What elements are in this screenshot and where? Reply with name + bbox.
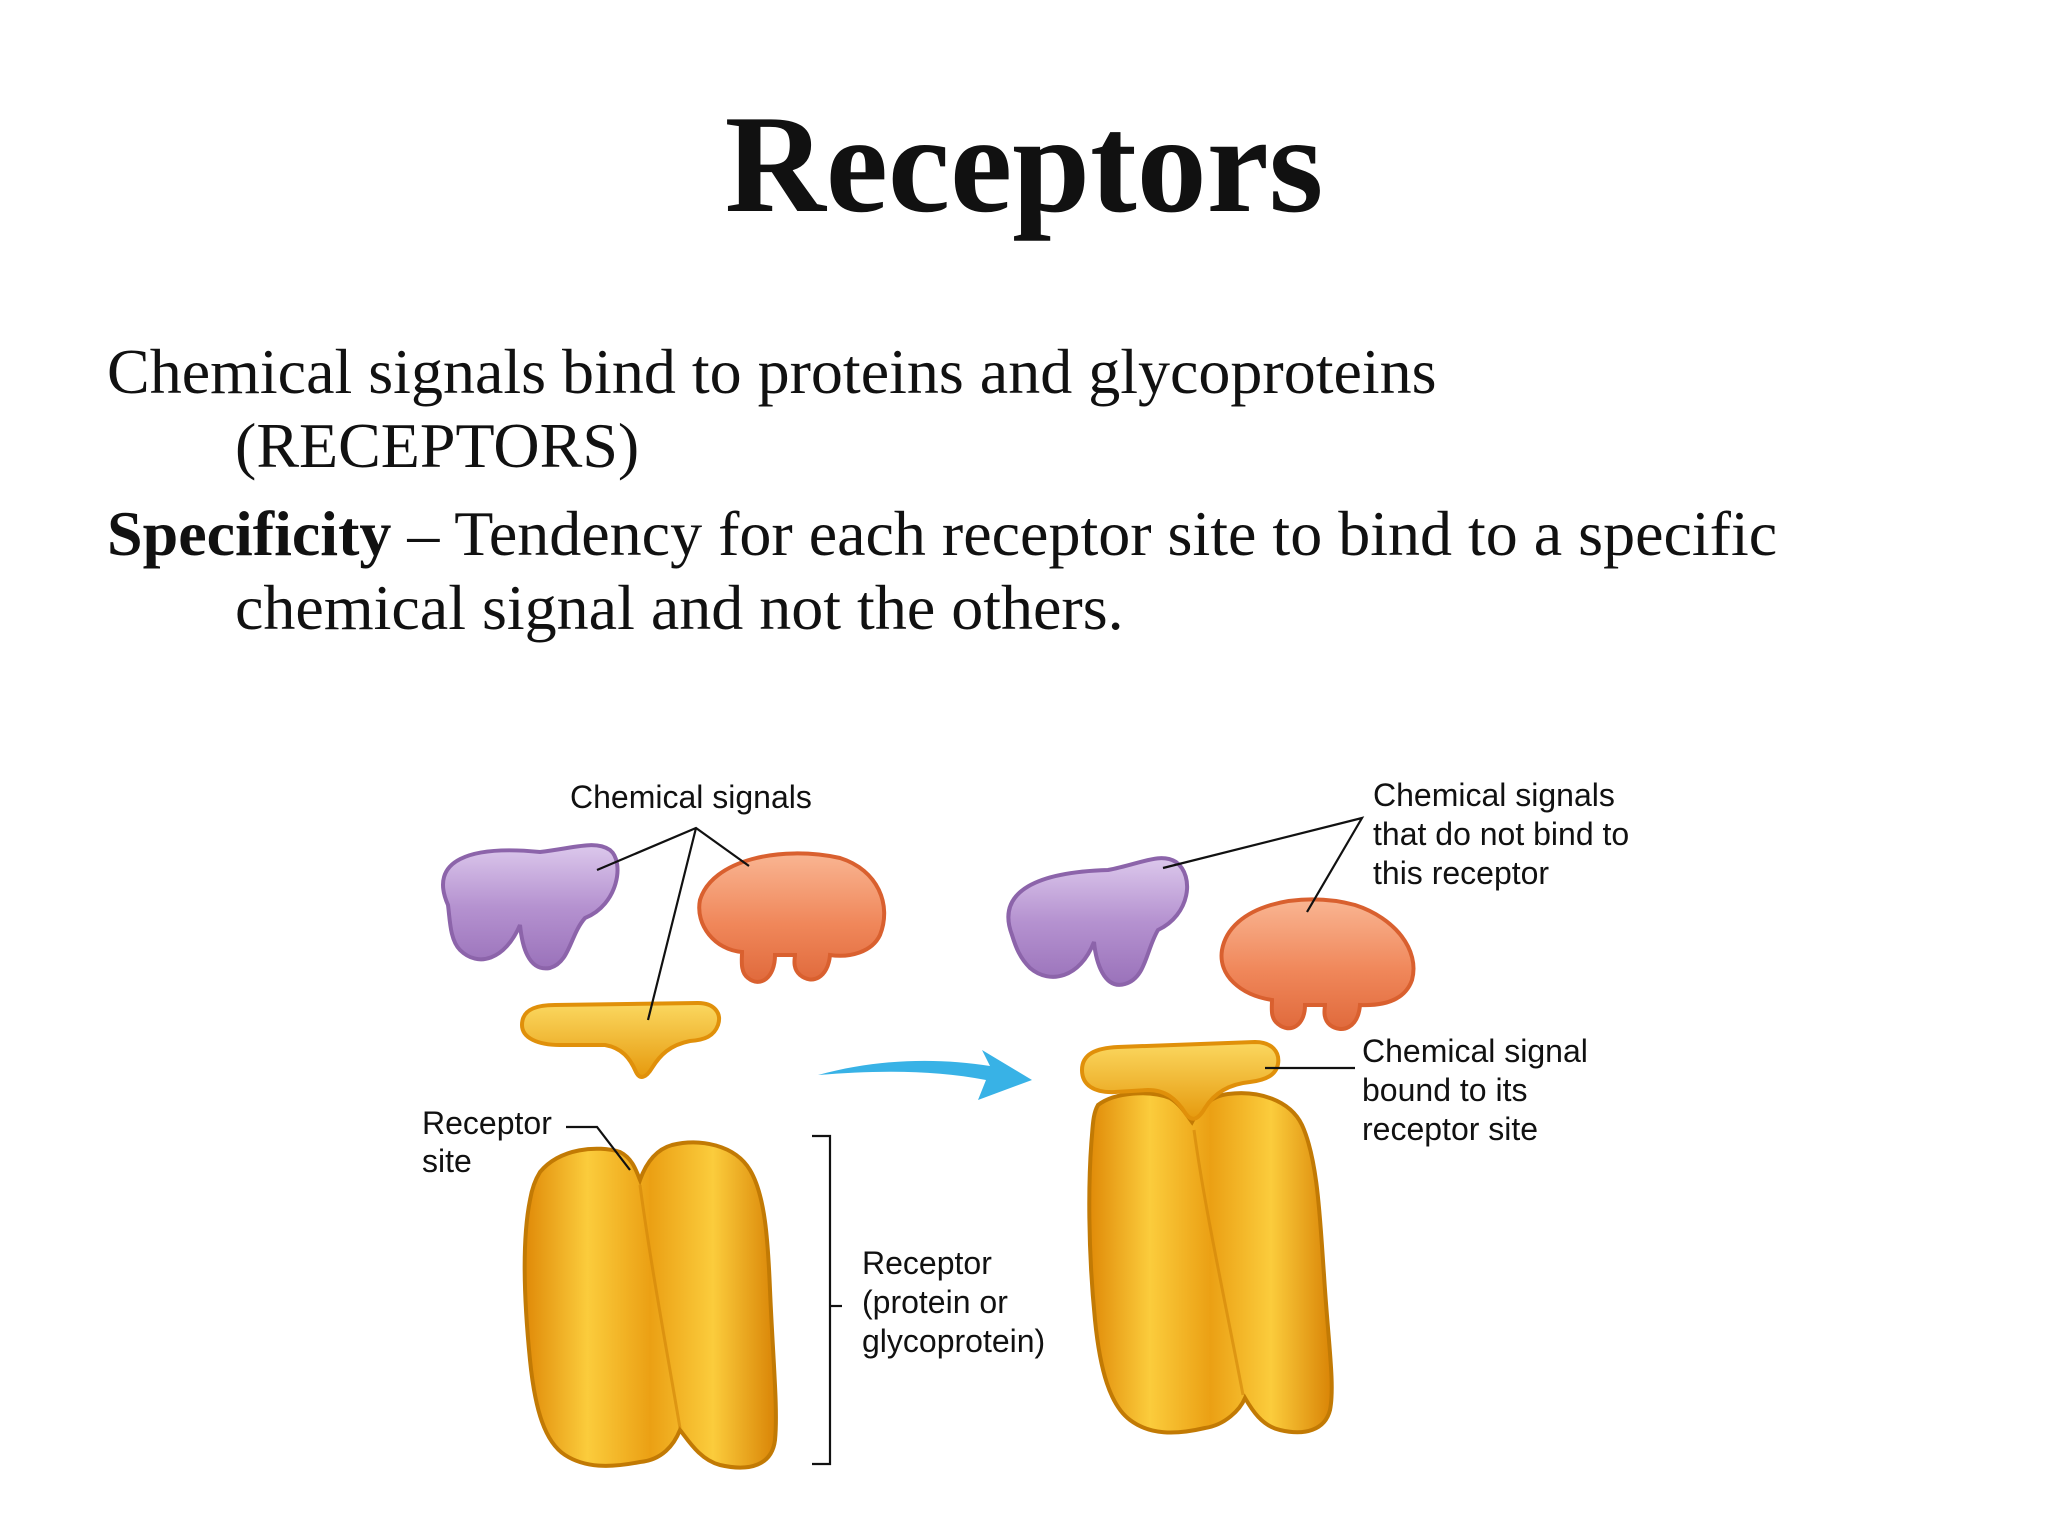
left-chemical-signals xyxy=(441,843,887,1079)
label-bound-line2: bound to its xyxy=(1362,1072,1527,1108)
label-bound-line1: Chemical signal xyxy=(1362,1033,1588,1069)
yellow-signal-bound xyxy=(1079,1039,1281,1121)
label-receptor-line2: (protein or xyxy=(862,1284,1008,1320)
label-receptor-line1: Receptor xyxy=(862,1245,992,1281)
label-nonbinding-line2: that do not bind to xyxy=(1373,816,1629,852)
orange-signal-left xyxy=(697,851,887,984)
right-nonbinding-signals xyxy=(1006,856,1416,1031)
left-leader-lines xyxy=(566,826,842,1466)
label-chemical-signals: Chemical signals xyxy=(570,779,812,815)
label-receptor-site-line1: Receptor xyxy=(422,1105,552,1141)
transition-arrow-icon xyxy=(818,1050,1032,1100)
specificity-definition-line2: chemical signal and not the others. xyxy=(235,572,1124,643)
bullet-receptors-line1: Chemical signals bind to proteins and gl… xyxy=(107,336,1437,407)
bullet-receptors: Chemical signals bind to proteins and gl… xyxy=(107,335,1967,483)
label-nonbinding-line3: this receptor xyxy=(1373,855,1549,891)
specificity-definition-line1: – Tendency for each receptor site to bin… xyxy=(391,498,1778,569)
receptor-left xyxy=(522,1140,778,1470)
label-bound-line3: receptor site xyxy=(1362,1111,1538,1147)
slide-title: Receptors xyxy=(724,87,1324,242)
bullet-list: Chemical signals bind to proteins and gl… xyxy=(107,335,1967,659)
orange-signal-right xyxy=(1219,897,1416,1031)
label-receptor-line3: glycoprotein) xyxy=(862,1323,1045,1359)
specificity-term: Specificity xyxy=(107,498,392,569)
right-leader-lines xyxy=(1162,816,1365,1070)
yellow-signal-left xyxy=(519,1000,721,1079)
receptor-right-bound xyxy=(1079,1039,1334,1435)
purple-signal-right xyxy=(1006,856,1190,987)
label-receptor-site-line2: site xyxy=(422,1143,472,1179)
bullet-receptors-line2: (RECEPTORS) xyxy=(235,410,640,481)
bullet-specificity: Specificity – Tendency for each receptor… xyxy=(107,497,1967,645)
label-nonbinding-line1: Chemical signals xyxy=(1373,777,1615,813)
purple-signal-left xyxy=(441,843,620,971)
